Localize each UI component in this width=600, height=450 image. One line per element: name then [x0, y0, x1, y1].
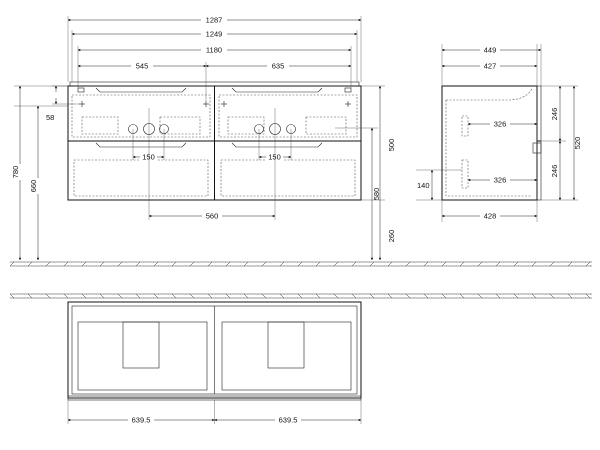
- inner-drawer-top-right: [218, 94, 358, 138]
- side-inner-part-bottom: [461, 159, 469, 189]
- plan-view: 639.5 639.5: [67, 301, 362, 425]
- inner-drawer-top-left: [71, 94, 211, 138]
- mount-bracket-right: [344, 87, 352, 93]
- pipe-connectors-left: [128, 108, 169, 160]
- plan-siphon-right: [267, 321, 305, 369]
- side-inner-outline: [445, 100, 532, 197]
- dim-639-5-right-label: 639.5: [279, 416, 298, 425]
- dim-246-top-label: 246: [550, 108, 559, 121]
- front-top-rim: [69, 81, 360, 87]
- dim-150-right-label: 150: [268, 153, 281, 162]
- dim-326-bottom-label: 326: [494, 176, 507, 185]
- front-elevation: [67, 81, 362, 201]
- dim-780-label: 780: [11, 166, 20, 179]
- dim-1249-label: 1249: [206, 30, 223, 39]
- side-inner-curve: [446, 87, 533, 101]
- floor-hatch-front: [9, 261, 592, 267]
- plan-siphon-left: [122, 321, 160, 369]
- cutout-right-2: [305, 116, 347, 135]
- dim-428-label: 428: [484, 212, 497, 221]
- inner-drawer-bottom-right: [220, 159, 356, 197]
- dim-150-left-label: 150: [142, 153, 155, 162]
- plan-basin-right: [221, 321, 352, 391]
- dim-520-label: 520: [573, 137, 582, 150]
- wall-hatch-plan: [9, 293, 592, 299]
- side-handle: [532, 142, 542, 154]
- side-cabinet-body: [441, 85, 538, 201]
- mount-bracket-left: [77, 87, 85, 93]
- front-groove-top-right: [231, 87, 323, 93]
- side-elevation: 449 427 428 326 326 246 246 520 140: [416, 44, 582, 222]
- plan-outline: [67, 301, 362, 399]
- cutout-left-2: [159, 116, 201, 135]
- front-groove-bottom-left: [95, 142, 187, 148]
- dim-246-bottom-label: 246: [550, 165, 559, 178]
- front-groove-top-left: [95, 87, 187, 93]
- plan-basin-left: [77, 321, 208, 391]
- inner-drawer-bottom-left: [73, 159, 209, 197]
- dim-1287-label: 1287: [206, 16, 223, 25]
- dim-58-label: 58: [46, 113, 54, 122]
- dim-660-label: 660: [29, 180, 38, 193]
- dim-639-5-left-label: 639.5: [132, 416, 151, 425]
- dim-580-label: 580: [372, 188, 381, 201]
- dim-560-label: 560: [206, 212, 219, 221]
- dim-1180-label: 1180: [206, 46, 222, 55]
- side-inner-part-top: [461, 115, 469, 137]
- dim-260-label: 260: [387, 230, 396, 243]
- pipe-connectors-right: [254, 108, 296, 160]
- dim-449-label: 449: [484, 46, 497, 55]
- cutout-left-1: [81, 116, 119, 135]
- front-dimensions: 1287 1249 1180 545 635 58 150 150 560: [10, 15, 396, 261]
- dim-427-label: 427: [484, 62, 497, 71]
- dim-140-label: 140: [417, 181, 430, 190]
- front-groove-bottom-right: [231, 142, 323, 148]
- dim-500-label: 500: [387, 139, 396, 152]
- dim-545-label: 545: [136, 62, 149, 71]
- dim-326-top-label: 326: [494, 120, 507, 129]
- dim-635-label: 635: [272, 62, 285, 71]
- cutout-right-1: [227, 116, 265, 135]
